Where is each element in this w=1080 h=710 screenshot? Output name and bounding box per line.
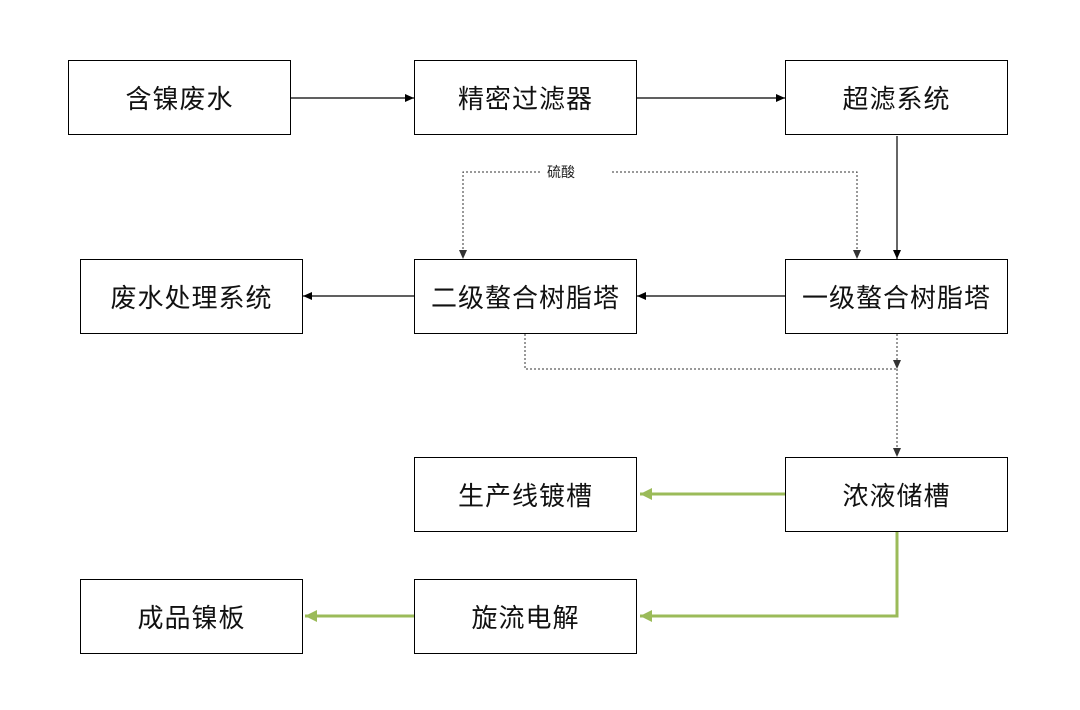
node-concentrate-tank: 浓液储槽 [785, 457, 1008, 532]
node-electrowinning: 旋流电解 [414, 579, 637, 654]
node-nickel-wastewater: 含镍废水 [68, 60, 291, 135]
node-nickel-plate: 成品镍板 [80, 579, 303, 654]
node-chelating-tower-1: 一级螯合树脂塔 [785, 259, 1008, 334]
sulfuric-acid-label: 硫酸 [541, 162, 581, 182]
edge-acid-to-tower1 [612, 171, 861, 259]
edge-tower2-eluate [524, 334, 897, 370]
node-plating-tank: 生产线镀槽 [414, 457, 637, 532]
node-wastewater-treatment: 废水处理系统 [80, 259, 303, 334]
edge-acid-to-tower2 [459, 171, 540, 259]
edge-concentrate-to-electrowinning [640, 532, 899, 622]
node-precision-filter: 精密过滤器 [414, 60, 637, 135]
node-chelating-tower-2: 二级螯合树脂塔 [414, 259, 637, 334]
node-ultrafiltration-system: 超滤系统 [785, 60, 1008, 135]
